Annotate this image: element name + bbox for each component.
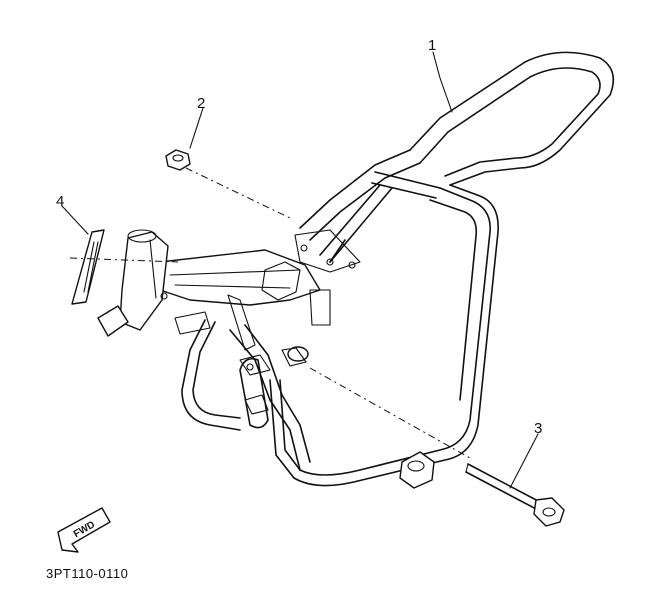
diagram-part-code: 3PT110-0110 [46, 566, 129, 581]
leader-lines [61, 51, 539, 489]
nut-part-2 [165, 149, 191, 171]
frame-backbone [97, 229, 361, 351]
frame-cradle [181, 319, 311, 471]
callout-1: 1 [428, 37, 437, 54]
fwd-arrow-icon: FWD [57, 507, 111, 553]
pivot-boss [239, 346, 435, 489]
callout-4: 4 [56, 193, 65, 210]
pad-part-4 [71, 229, 105, 305]
bolt-part-3 [465, 463, 565, 527]
assembly-axes [69, 167, 471, 459]
callout-3: 3 [534, 420, 543, 437]
frame-rear-loop [269, 184, 499, 487]
frame-upper-loop [299, 51, 615, 263]
callout-2: 2 [197, 95, 206, 112]
